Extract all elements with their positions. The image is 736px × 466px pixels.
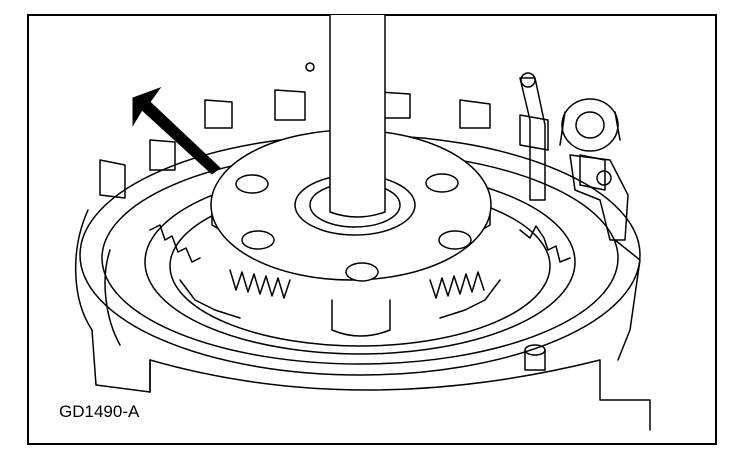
washer-hole-3 <box>241 230 275 250</box>
bracket-bolt <box>596 170 612 186</box>
reference-hole <box>305 62 315 72</box>
planetary-gear-teeth <box>229 269 485 299</box>
pointer-arrow <box>132 86 221 175</box>
right-case-edge <box>614 239 641 361</box>
lower-hub <box>331 299 391 337</box>
case-wall-left-inner <box>104 249 121 346</box>
input-shaft <box>329 14 386 218</box>
washer-hole-4 <box>438 230 472 250</box>
lower-fastener <box>524 344 546 371</box>
washer-hole-1 <box>235 174 269 194</box>
figure-id-label: GD1490-A <box>59 402 140 421</box>
bushing <box>559 98 621 152</box>
right-stud-head <box>520 72 536 88</box>
case-front-edge <box>149 359 601 391</box>
drum-spline-lugs <box>99 89 606 199</box>
case-bottom-edge <box>149 359 651 431</box>
washer-hole-5 <box>345 262 379 282</box>
case-wall-left <box>75 209 151 393</box>
clutch-pack-teeth <box>149 224 571 319</box>
washer-hole-2 <box>425 173 459 193</box>
transmission-assembly <box>75 14 651 431</box>
right-bracket <box>569 154 629 241</box>
